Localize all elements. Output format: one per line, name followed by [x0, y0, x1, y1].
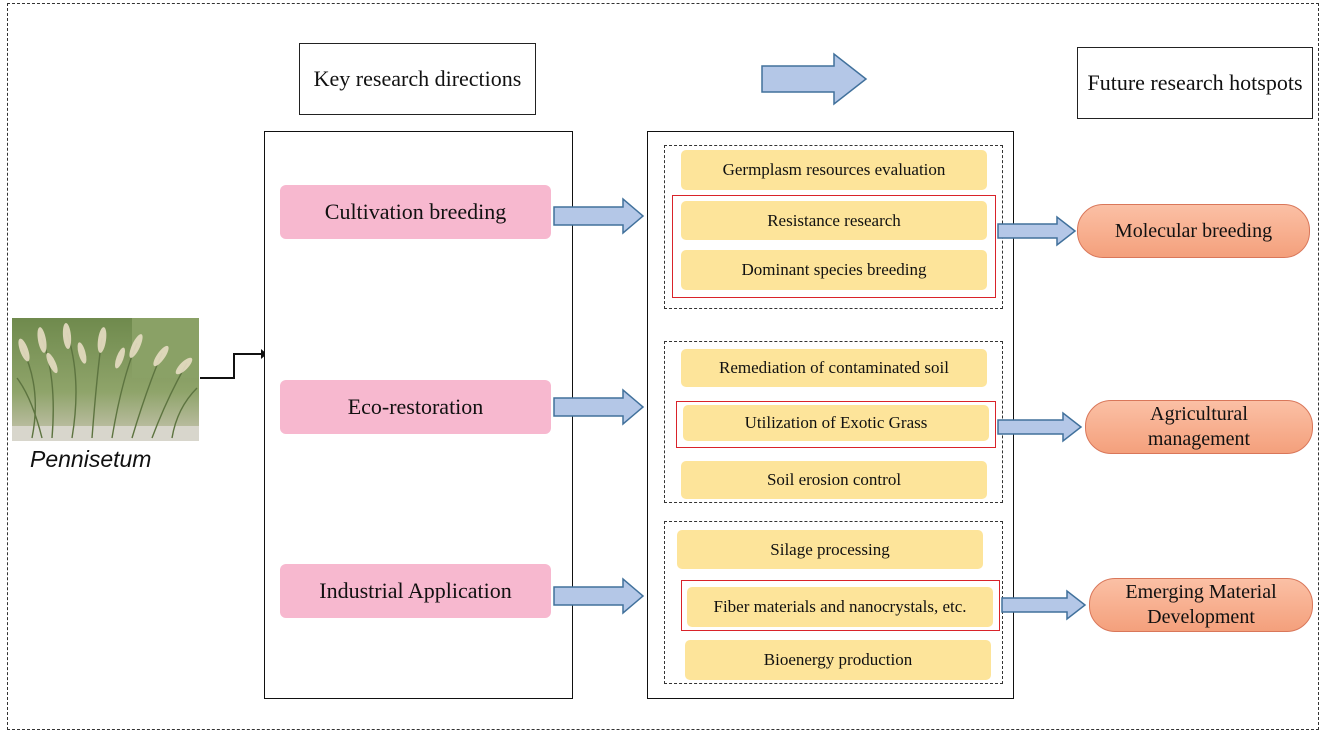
topic-item-label: Silage processing [770, 539, 890, 559]
topic-item-label: Utilization of Exotic Grass [744, 413, 928, 432]
topic-item: Germplasm resources evaluation [681, 150, 987, 190]
topic-item-label: Soil erosion control [766, 470, 902, 489]
direction-label: Cultivation breeding [324, 199, 507, 224]
highlight-box [681, 580, 1000, 631]
hotspot-label: Emerging Material Development [1125, 581, 1277, 628]
topic-item: Resistance research [681, 201, 987, 240]
arrow-right-icon [997, 215, 1077, 247]
topic-item-label: Remediation of contaminated soil [719, 358, 949, 377]
top-right-arrow-icon [761, 52, 868, 106]
outer-frame [7, 3, 1319, 730]
hotspot-label: Molecular breeding [1114, 219, 1273, 242]
arrow-right-icon [553, 388, 645, 426]
direction-industrial-application: Industrial Application [280, 564, 551, 618]
hotspot-agricultural-management: Agricultural management [1085, 400, 1313, 454]
arrow-right-icon [997, 411, 1083, 443]
arrow-right-icon [553, 577, 645, 615]
topic-item-label: Resistance research [767, 210, 901, 230]
header-key-directions-label: Key research directions [313, 65, 522, 91]
topic-item: Remediation of contaminated soil [681, 349, 987, 387]
topic-item: Fiber materials and nanocrystals, etc. [687, 587, 993, 627]
direction-label: Eco-restoration [347, 394, 484, 419]
direction-cultivation-breeding: Cultivation breeding [280, 185, 551, 239]
header-key-directions: Key research directions [299, 43, 536, 115]
pennisetum-illustration [12, 318, 199, 441]
hotspot-label: Agricultural management [1147, 403, 1251, 450]
topic-item: Soil erosion control [681, 461, 987, 499]
topic-item: Bioenergy production [685, 640, 991, 680]
direction-label: Industrial Application [319, 578, 512, 603]
topic-item-label: Bioenergy production [763, 650, 913, 669]
header-future-hotspots-label: Future research hotspots [1087, 69, 1303, 95]
topic-item-label: Dominant species breeding [741, 260, 927, 279]
pennisetum-photo [12, 318, 199, 441]
topic-item: Silage processing [677, 530, 983, 569]
header-future-hotspots: Future research hotspots [1077, 47, 1313, 119]
highlight-box [672, 195, 996, 298]
highlight-box [676, 401, 996, 448]
topic-item-label: Germplasm resources evaluation [722, 160, 946, 179]
arrow-right-icon [553, 197, 645, 235]
topic-item: Dominant species breeding [681, 250, 987, 290]
hotspot-molecular-breeding: Molecular breeding [1077, 204, 1310, 258]
direction-eco-restoration: Eco-restoration [280, 380, 551, 434]
topic-item-label: Fiber materials and nanocrystals, etc. [713, 597, 967, 616]
pennisetum-caption: Pennisetum [30, 446, 152, 472]
arrow-right-icon [1001, 589, 1087, 621]
photo-connector-arrow-icon [200, 349, 267, 379]
topic-item: Utilization of Exotic Grass [683, 405, 989, 441]
hotspot-emerging-material-development: Emerging Material Development [1089, 578, 1313, 632]
